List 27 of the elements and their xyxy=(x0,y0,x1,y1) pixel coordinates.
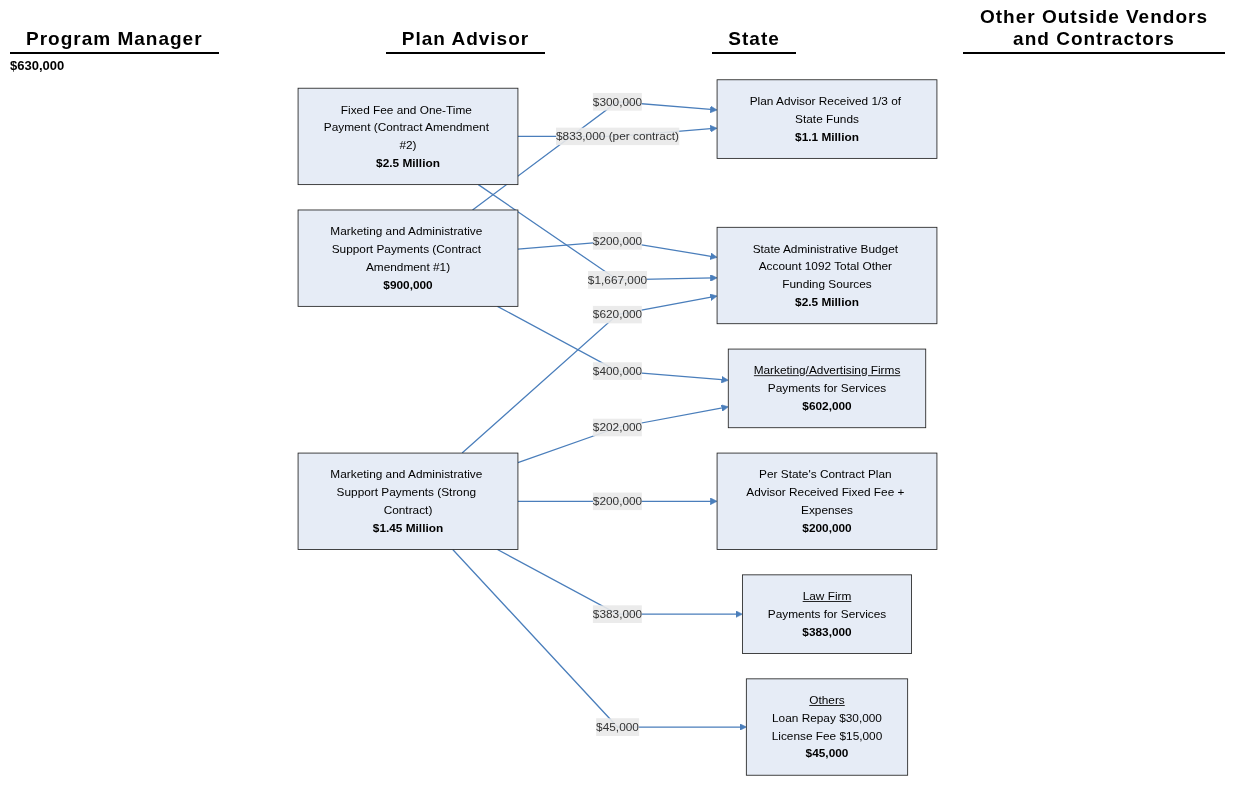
node-box: Others Loan Repay $30,000 License Fee $15,000 $45,000 xyxy=(745,678,909,776)
edge-label: $833,000 (per contract) xyxy=(555,129,680,143)
edge-label: $300,000 xyxy=(592,94,643,109)
edge-label: $45,000 xyxy=(596,719,639,734)
node-box: Fixed Fee and One-Time Payment (Contract Amendment #2) $2.5 Million xyxy=(297,87,519,186)
arrow xyxy=(517,404,729,464)
edge-label: $383,000 xyxy=(592,606,643,621)
node-box: Marketing and Administrative Support Payments (Strong Contract) $1.45 Million xyxy=(297,452,519,550)
flow-amount-label: $630,000 xyxy=(10,58,66,73)
node-box: Plan Advisor Received 1/3 of State Funds $1.1 Million xyxy=(716,79,938,159)
node-box: Marketing and Administrative Support Payments (Contract Amendment #1) $900,000 xyxy=(297,209,519,307)
node-box: State Administrative Budget Account 1092 Total Other Funding Sources $2.5 Million xyxy=(716,226,938,325)
column-heading: Plan Advisor xyxy=(385,28,546,54)
edge-label: $620,000 xyxy=(592,307,643,321)
edge-label: $200,000 xyxy=(592,494,643,508)
column-heading: Other Outside Vendors and Contractors xyxy=(963,6,1225,54)
column-heading: Program Manager xyxy=(10,28,219,54)
node-box: Law Firm Payments for Services $383,000 xyxy=(742,574,912,654)
node-box: Per State's Contract Plan Advisor Received Fixed Fee + Expenses $200,000 xyxy=(716,452,938,550)
edge-label: $400,000 xyxy=(592,363,643,378)
arrow xyxy=(496,305,729,384)
arrow xyxy=(461,293,718,454)
node-box: Marketing/Advertising Firms Payments for Services $602,000 xyxy=(727,348,927,429)
column-heading: State xyxy=(712,28,796,54)
edge-label: $202,000 xyxy=(592,420,643,434)
edge-label: $1,667,000 xyxy=(587,272,648,287)
edge-label: $200,000 xyxy=(592,233,643,248)
